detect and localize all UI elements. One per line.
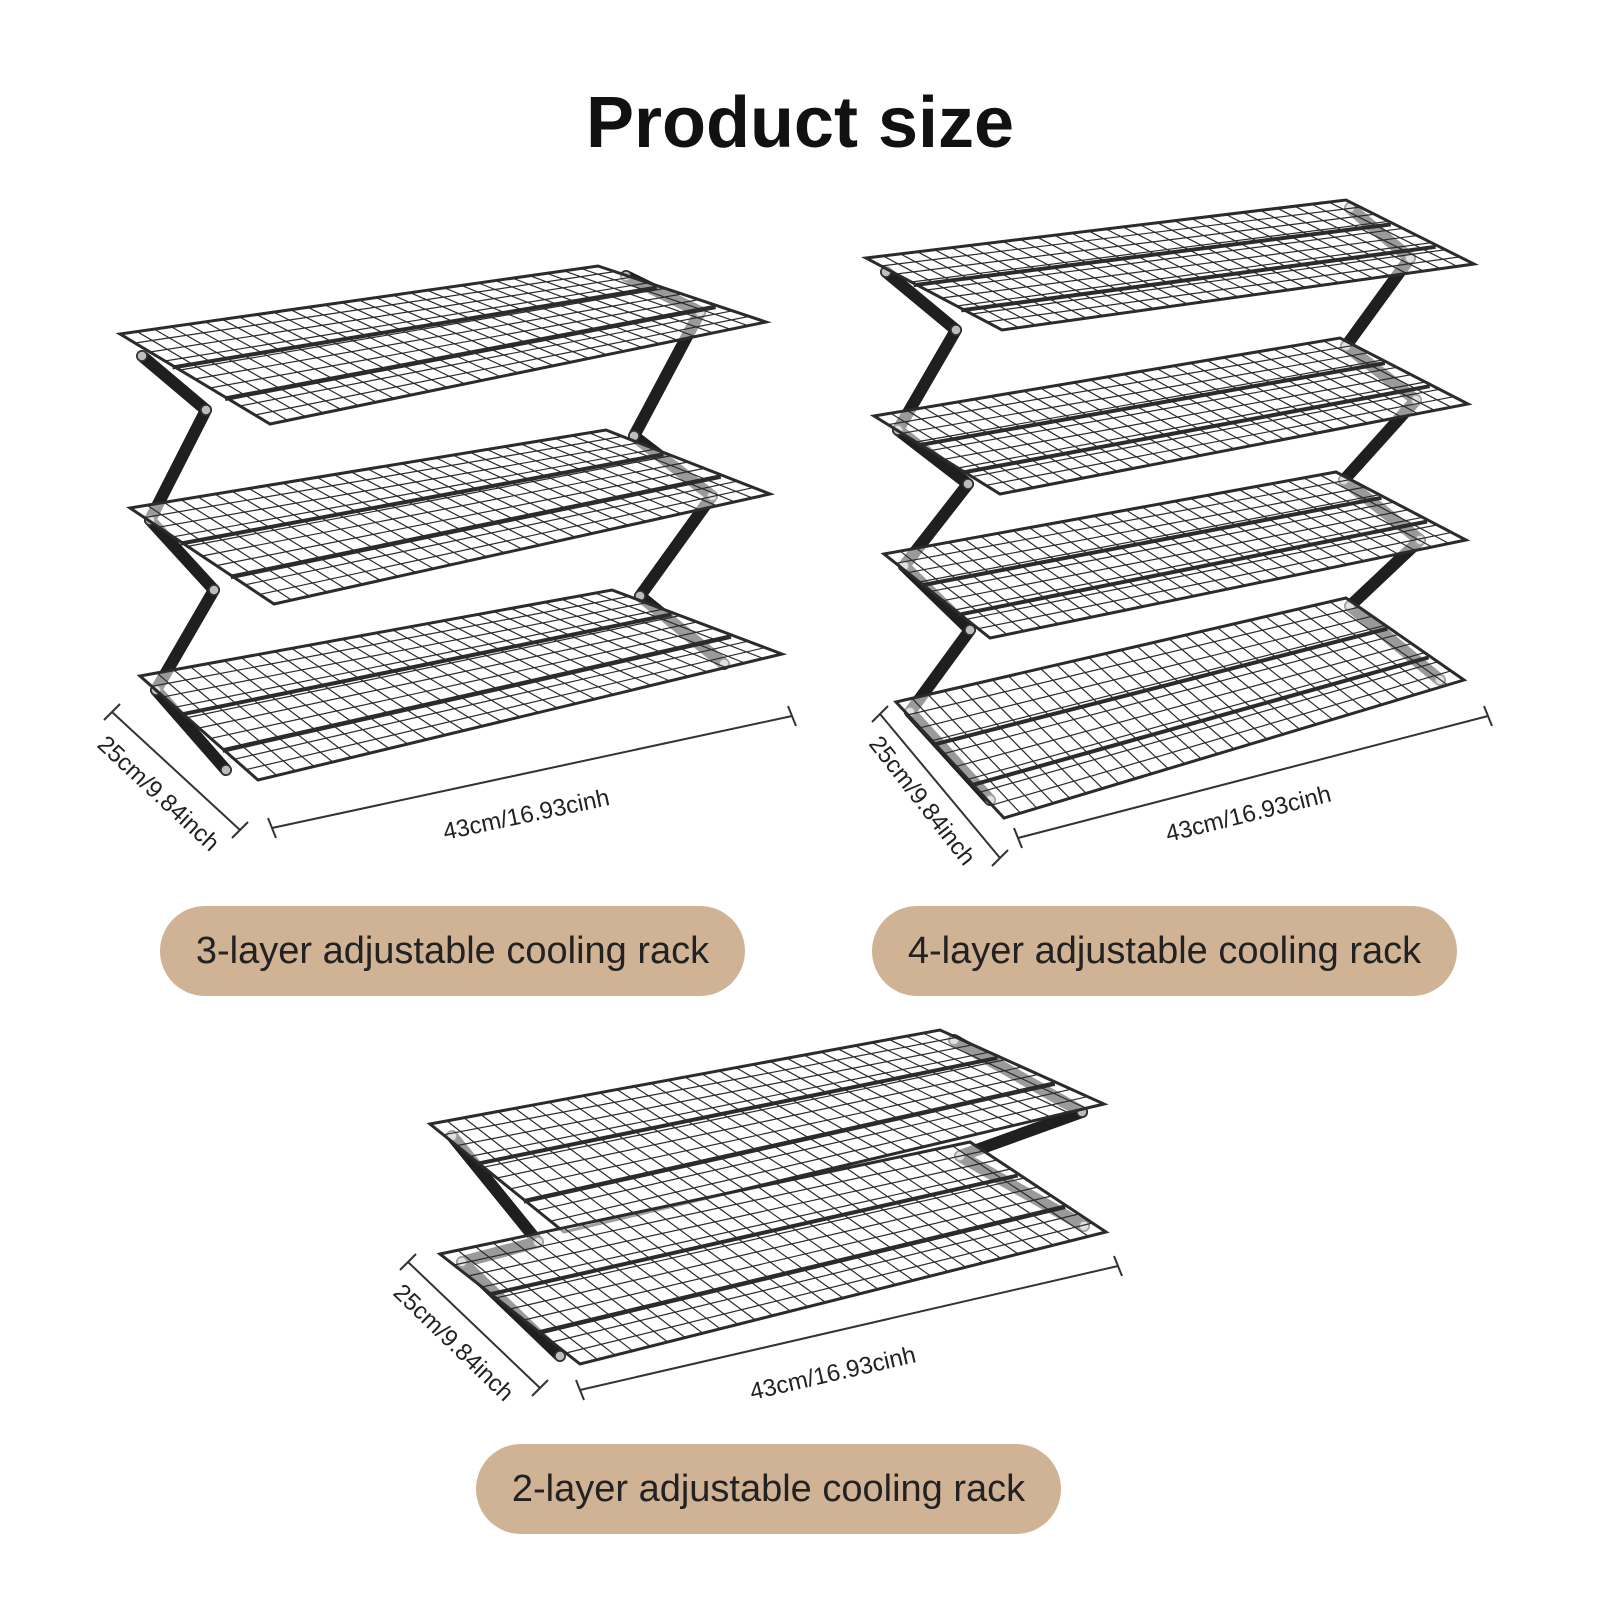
rack-4-illustration xyxy=(861,198,1479,820)
rack-4-width-dim-line xyxy=(1017,715,1489,839)
rack-4-label-pill: 4-layer adjustable cooling rack xyxy=(872,906,1457,996)
rack-3-left-legs xyxy=(136,350,232,776)
rack-3-illustration xyxy=(115,264,788,782)
rack-3-width-tick-right xyxy=(787,705,797,727)
rack-4-shelf-1 xyxy=(861,198,1479,332)
rack-3-width-dim-line xyxy=(271,715,793,829)
rack-4-width-label: 43cm/16.93cinh xyxy=(1163,781,1334,848)
rack-2-width-tick-left xyxy=(575,1379,585,1401)
rack-2-shelf-1 xyxy=(426,1028,1109,1234)
rack-4-shelf-3 xyxy=(880,470,1471,640)
rack-4-width-tick-right xyxy=(1483,705,1493,727)
rack-2-width-label: 43cm/16.93cinh xyxy=(747,1341,918,1405)
rack-4-shelf-2 xyxy=(869,336,1473,496)
rack-3-shelf-2 xyxy=(125,428,776,606)
rack-2-shelf-2 xyxy=(436,1140,1110,1366)
rack-3-depth-tick-bottom xyxy=(231,821,249,839)
rack-3-label: 3-layer adjustable cooling rack xyxy=(195,929,710,972)
rack-4-depth-tick-bottom xyxy=(991,849,1009,867)
rack-3-depth-tick-top xyxy=(103,703,121,721)
rack-2-width-tick-right xyxy=(1113,1255,1123,1277)
rack-2-label: 2-layer adjustable cooling rack xyxy=(511,1467,1026,1510)
rack-4-label: 4-layer adjustable cooling rack xyxy=(907,929,1422,972)
rack-3-shelf-3 xyxy=(136,588,788,782)
rack-2-width-dim-line xyxy=(579,1265,1119,1391)
rack-4-depth-dim-line xyxy=(879,713,1001,859)
rack-3-width-label: 43cm/16.93cinh xyxy=(441,784,612,846)
rack-4-width-tick-left xyxy=(1013,827,1023,849)
rack-2-depth-tick-bottom xyxy=(531,1379,549,1397)
rack-3-shelf-1 xyxy=(115,264,772,426)
page-title: Product size xyxy=(585,83,1015,163)
rack-4-shelf-4 xyxy=(893,596,1468,820)
rack-3-label-pill: 3-layer adjustable cooling rack xyxy=(160,906,745,996)
rack-3-width-tick-left xyxy=(267,817,277,839)
rack-2-label-pill: 2-layer adjustable cooling rack xyxy=(476,1444,1061,1534)
rack-2-illustration xyxy=(426,1028,1110,1366)
rack-2-depth-dim-line xyxy=(407,1261,541,1389)
rack-4-depth-tick-top xyxy=(871,705,889,723)
rack-3-depth-dim-line xyxy=(111,711,241,831)
rack-2-depth-tick-top xyxy=(399,1253,417,1271)
